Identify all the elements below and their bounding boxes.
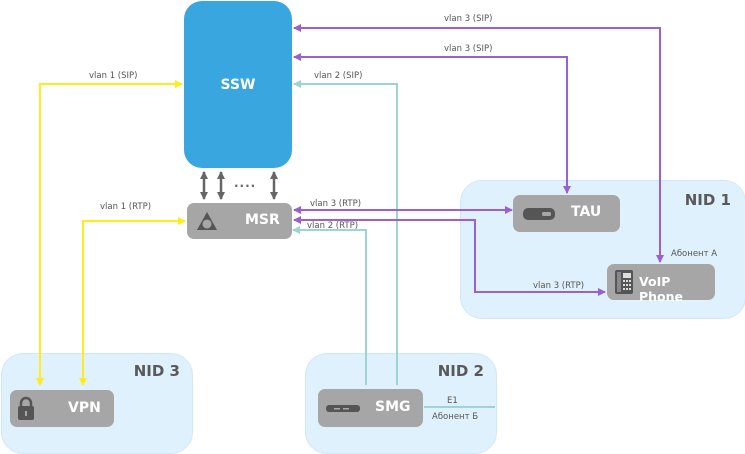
node-voip-label: VoIP Phone	[639, 274, 684, 304]
node-voip-phone[interactable]: VoIP Phone	[607, 264, 715, 304]
node-tau[interactable]: TAU	[513, 195, 620, 232]
gateway-icon	[326, 405, 360, 412]
node-ssw-label: SSW	[220, 77, 256, 93]
label-ellipsis: ....	[234, 176, 257, 190]
node-vpn[interactable]: VPN	[10, 390, 114, 427]
wire-vlan3-rtp-voip	[293, 216, 606, 296]
zone-nid1-title: NID 1	[684, 191, 731, 209]
node-smg-label: SMG	[375, 399, 411, 415]
label-vlan1-sip: vlan 1 (SIP)	[89, 71, 138, 81]
wire-vlan2-sip	[293, 80, 398, 385]
wire-vlan3-sip-voip	[293, 24, 661, 258]
label-vlan3-sip-voip: vlan 3 (SIP)	[444, 14, 493, 24]
label-vlan2-sip: vlan 2 (SIP)	[314, 71, 363, 81]
label-vlan3-sip-tau: vlan 3 (SIP)	[444, 44, 493, 54]
router-icon	[523, 208, 555, 220]
label-subscriber-b: Абонент Б	[432, 412, 479, 422]
node-smg[interactable]: SMG	[318, 389, 423, 427]
wire-vlan1-sip	[36, 80, 183, 386]
phone-icon	[615, 270, 633, 294]
node-ssw[interactable]: SSW	[184, 1, 292, 168]
wire-vlan3-sip-tau	[293, 53, 568, 193]
node-msr-label: MSR	[245, 212, 280, 228]
label-vlan2-rtp: vlan 2 (RTP)	[307, 221, 359, 231]
label-vlan1-rtp: vlan 1 (RTP)	[100, 202, 152, 212]
wire-vlan1-rtp	[79, 217, 186, 386]
label-vlan3-rtp-voip: vlan 3 (RTP)	[533, 281, 585, 291]
label-e1: E1	[447, 396, 458, 406]
zone-nid2-title: NID 2	[437, 362, 484, 380]
wire-vlan2-rtp	[292, 226, 367, 385]
lock-icon	[18, 396, 34, 420]
label-vlan3-rtp-tau: vlan 3 (RTP)	[310, 199, 362, 209]
node-msr[interactable]: MSR	[187, 203, 292, 239]
triangle-icon	[197, 212, 217, 230]
node-vpn-label: VPN	[68, 400, 101, 416]
node-tau-label: TAU	[571, 204, 602, 220]
label-subscriber-a: Абонент А	[671, 249, 718, 259]
